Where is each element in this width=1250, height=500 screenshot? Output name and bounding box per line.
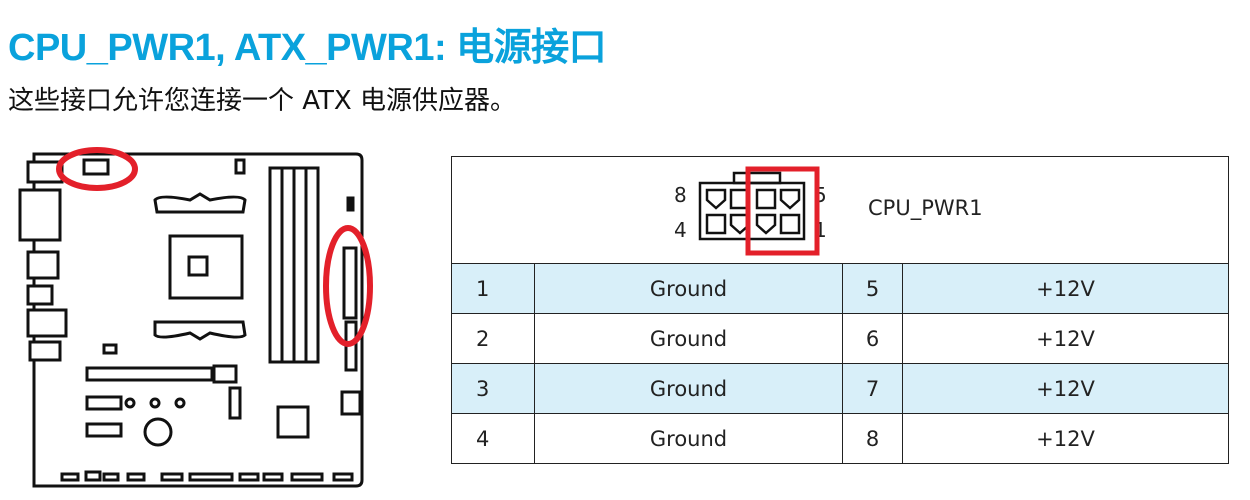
connector-cell: 8 4 5 1 CPU_PWR1 xyxy=(451,156,1229,264)
pin-signal: +12V xyxy=(902,263,1229,314)
table-row: 2 Ground 6 +12V xyxy=(451,313,1229,364)
pin-number: 8 xyxy=(842,413,903,464)
highlight-cpu-pwr xyxy=(56,147,138,191)
pin-signal: Ground xyxy=(534,263,843,314)
pin-label-4: 4 xyxy=(674,218,687,242)
highlight-box xyxy=(745,166,820,256)
pin-label-8: 8 xyxy=(674,183,687,207)
pin-signal: Ground xyxy=(534,313,843,364)
pin-signal: +12V xyxy=(902,413,1229,464)
pin-signal: +12V xyxy=(902,313,1229,364)
table-row: 1 Ground 5 +12V xyxy=(451,263,1229,314)
pin-number: 6 xyxy=(842,313,903,364)
pin-signal: Ground xyxy=(534,413,843,464)
pin-number: 7 xyxy=(842,363,903,414)
pin-number: 2 xyxy=(451,313,535,364)
pinout-table: 8 4 5 1 CPU_PWR1 1 Ground 5 +12V 2 Groun… xyxy=(451,156,1229,464)
page-subtitle: 这些接口允许您连接一个 ATX 电源供应器。 xyxy=(8,86,516,116)
pin-number: 5 xyxy=(842,263,903,314)
connector-name: CPU_PWR1 xyxy=(868,196,983,220)
highlight-atx-pwr xyxy=(323,225,373,347)
pin-number: 1 xyxy=(451,263,535,314)
page-title: CPU_PWR1, ATX_PWR1: 电源接口 xyxy=(8,27,607,69)
pin-signal: Ground xyxy=(534,363,843,414)
pin-number: 4 xyxy=(451,413,535,464)
pin-number: 3 xyxy=(451,363,535,414)
8-pin-connector-icon: 8 4 5 1 xyxy=(674,166,827,256)
pin-signal: +12V xyxy=(902,363,1229,414)
motherboard-diagram xyxy=(18,147,373,488)
table-row: 4 Ground 8 +12V xyxy=(451,413,1229,464)
table-row: 3 Ground 7 +12V xyxy=(451,363,1229,414)
